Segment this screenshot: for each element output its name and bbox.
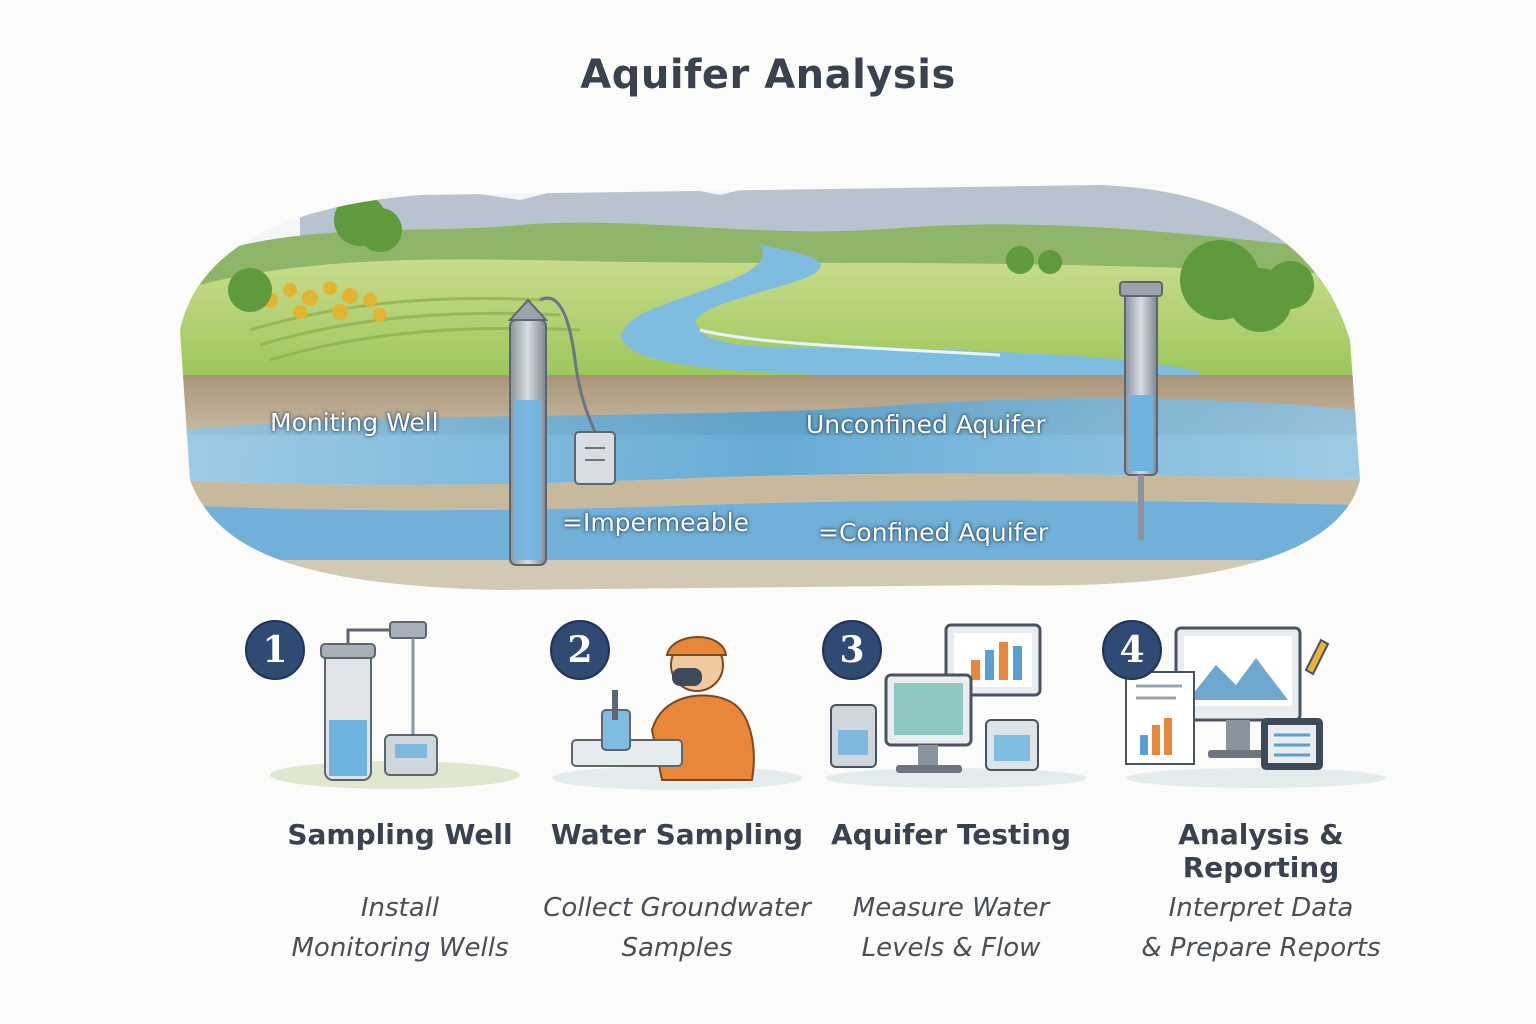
step-description: Install Monitoring Wells bbox=[291, 893, 509, 963]
page-title: Aquifer Analysis bbox=[580, 52, 956, 98]
monitoring-well bbox=[507, 296, 616, 566]
step-number-badge: 4 bbox=[1102, 620, 1162, 680]
step-title: Water Sampling bbox=[550, 818, 804, 851]
step-description: Measure Water Levels & Flow bbox=[852, 893, 1050, 963]
report-chart-icon bbox=[1125, 626, 1386, 788]
landscape bbox=[180, 185, 1360, 590]
river bbox=[621, 245, 1200, 392]
step-sampling-well: 1 Sampling Well Install Monitoring Wells bbox=[235, 610, 565, 990]
step-title: Sampling Well bbox=[287, 818, 513, 851]
unconfined-aquifer-layer bbox=[180, 398, 1360, 486]
step-number-badge: 3 bbox=[822, 620, 882, 680]
step-title: Aquifer Testing bbox=[831, 818, 1071, 851]
step-analysis-reporting: 4 Analysis & Reporting Interpret Data & … bbox=[1096, 610, 1426, 990]
step-description: Interpret Data & Prepare Reports bbox=[1141, 893, 1381, 963]
well-sampler-icon bbox=[270, 621, 520, 789]
technician-icon bbox=[552, 636, 802, 790]
computer-monitor-icon bbox=[826, 623, 1086, 788]
step-water-sampling: 2 Water Sampling Collect Groundwater Sam… bbox=[512, 610, 842, 990]
step-aquifer-testing: 3 Aquifer Testing Measure Water Levels &… bbox=[786, 610, 1116, 990]
unconfined-aquifer-label: Unconfined Aquifer bbox=[806, 410, 1046, 439]
impermeable-layer bbox=[180, 473, 1360, 511]
confined-aquifer-layer bbox=[180, 500, 1360, 571]
step-number-badge: 2 bbox=[550, 620, 610, 680]
step-description: Collect Groundwater Samples bbox=[543, 893, 811, 963]
monitoring-well-label: Moniting Well bbox=[270, 408, 439, 437]
step-title: Analysis & Reporting bbox=[1178, 818, 1344, 884]
step-number-badge: 1 bbox=[245, 620, 305, 680]
observation-well bbox=[1119, 281, 1163, 540]
impermeable-label: =Impermeable bbox=[562, 508, 750, 537]
confined-aquifer-label: =Confined Aquifer bbox=[818, 518, 1049, 547]
